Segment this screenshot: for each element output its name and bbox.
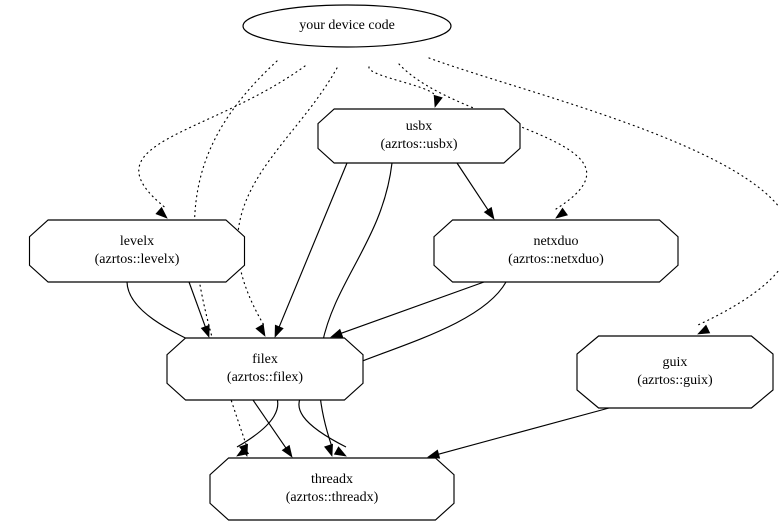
node-octagon-usbx [317,108,521,164]
edge-layer [126,57,779,459]
edge-device-to-filex [236,67,338,328]
edge-device-to-levelx [138,65,306,210]
arrowhead-usbx-to-threadx [324,443,333,457]
node-label-netxduo-primary: netxduo [533,234,578,249]
node-octagon-netxduo [433,219,679,283]
graph-node-guix[interactable]: guix(azrtos::guix) [576,335,774,409]
arrowhead-levelx-to-filex [200,324,210,338]
node-octagon-guix [576,335,774,409]
arrowhead-device-to-filex [255,323,266,337]
arrowhead-levelx-to-threadx [236,445,250,457]
edge-levelx-to-filex [188,281,207,328]
graph-node-threadx[interactable]: threadx(azrtos::threadx) [209,457,455,521]
node-ellipse-device [242,4,452,48]
node-label-device-primary: your device code [299,18,395,33]
edge-device-to-guix [428,57,779,326]
edge-filex-to-threadx [252,399,287,450]
edge-guix-to-threadx [437,407,610,455]
arrowhead-device-to-guix [697,324,711,335]
edge-usbx-to-filex [278,162,348,329]
graph-node-usbx[interactable]: usbx(azrtos::usbx) [317,108,521,164]
arrowhead-device-to-netxduo [555,207,568,219]
edge-device-to-usbx [368,66,436,99]
node-label-threadx-primary: threadx [311,472,353,487]
node-label-levelx-primary: levelx [120,234,154,249]
graph-node-filex[interactable]: filex(azrtos::filex) [166,337,364,401]
node-label-threadx-secondary: (azrtos::threadx) [286,490,379,505]
node-label-levelx-secondary: (azrtos::levelx) [95,252,180,267]
node-label-netxduo-secondary: (azrtos::netxduo) [508,252,604,267]
arrowhead-device-to-usbx [433,94,443,108]
node-octagon-filex [166,337,364,401]
node-label-filex-primary: filex [252,352,278,367]
node-label-usbx-primary: usbx [406,119,432,134]
arrowhead-netxduo-to-threadx [333,446,347,457]
arrowhead-guix-to-threadx [427,449,441,459]
node-octagon-levelx [28,219,246,283]
edge-netxduo-to-filex [340,281,485,335]
node-layer: your device codeusbx(azrtos::usbx)levelx… [28,4,774,521]
node-octagon-threadx [209,457,455,521]
node-label-guix-primary: guix [663,355,688,370]
node-label-guix-secondary: (azrtos::guix) [637,373,713,388]
arrowhead-device-to-levelx [155,206,168,219]
graph-node-netxduo[interactable]: netxduo(azrtos::netxduo) [433,219,679,283]
graph-node-levelx[interactable]: levelx(azrtos::levelx) [28,219,246,283]
node-label-filex-secondary: (azrtos::filex) [227,370,304,385]
arrowhead-netxduo-to-filex [330,328,344,338]
graph-node-device[interactable]: your device code [242,4,452,48]
arrowhead-usbx-to-netxduo [483,206,495,220]
arrowhead-filex-to-threadx [281,444,293,458]
edge-usbx-to-netxduo [456,162,489,212]
arrowhead-usbx-to-filex [274,324,284,338]
node-label-usbx-secondary: (azrtos::usbx) [381,137,458,152]
